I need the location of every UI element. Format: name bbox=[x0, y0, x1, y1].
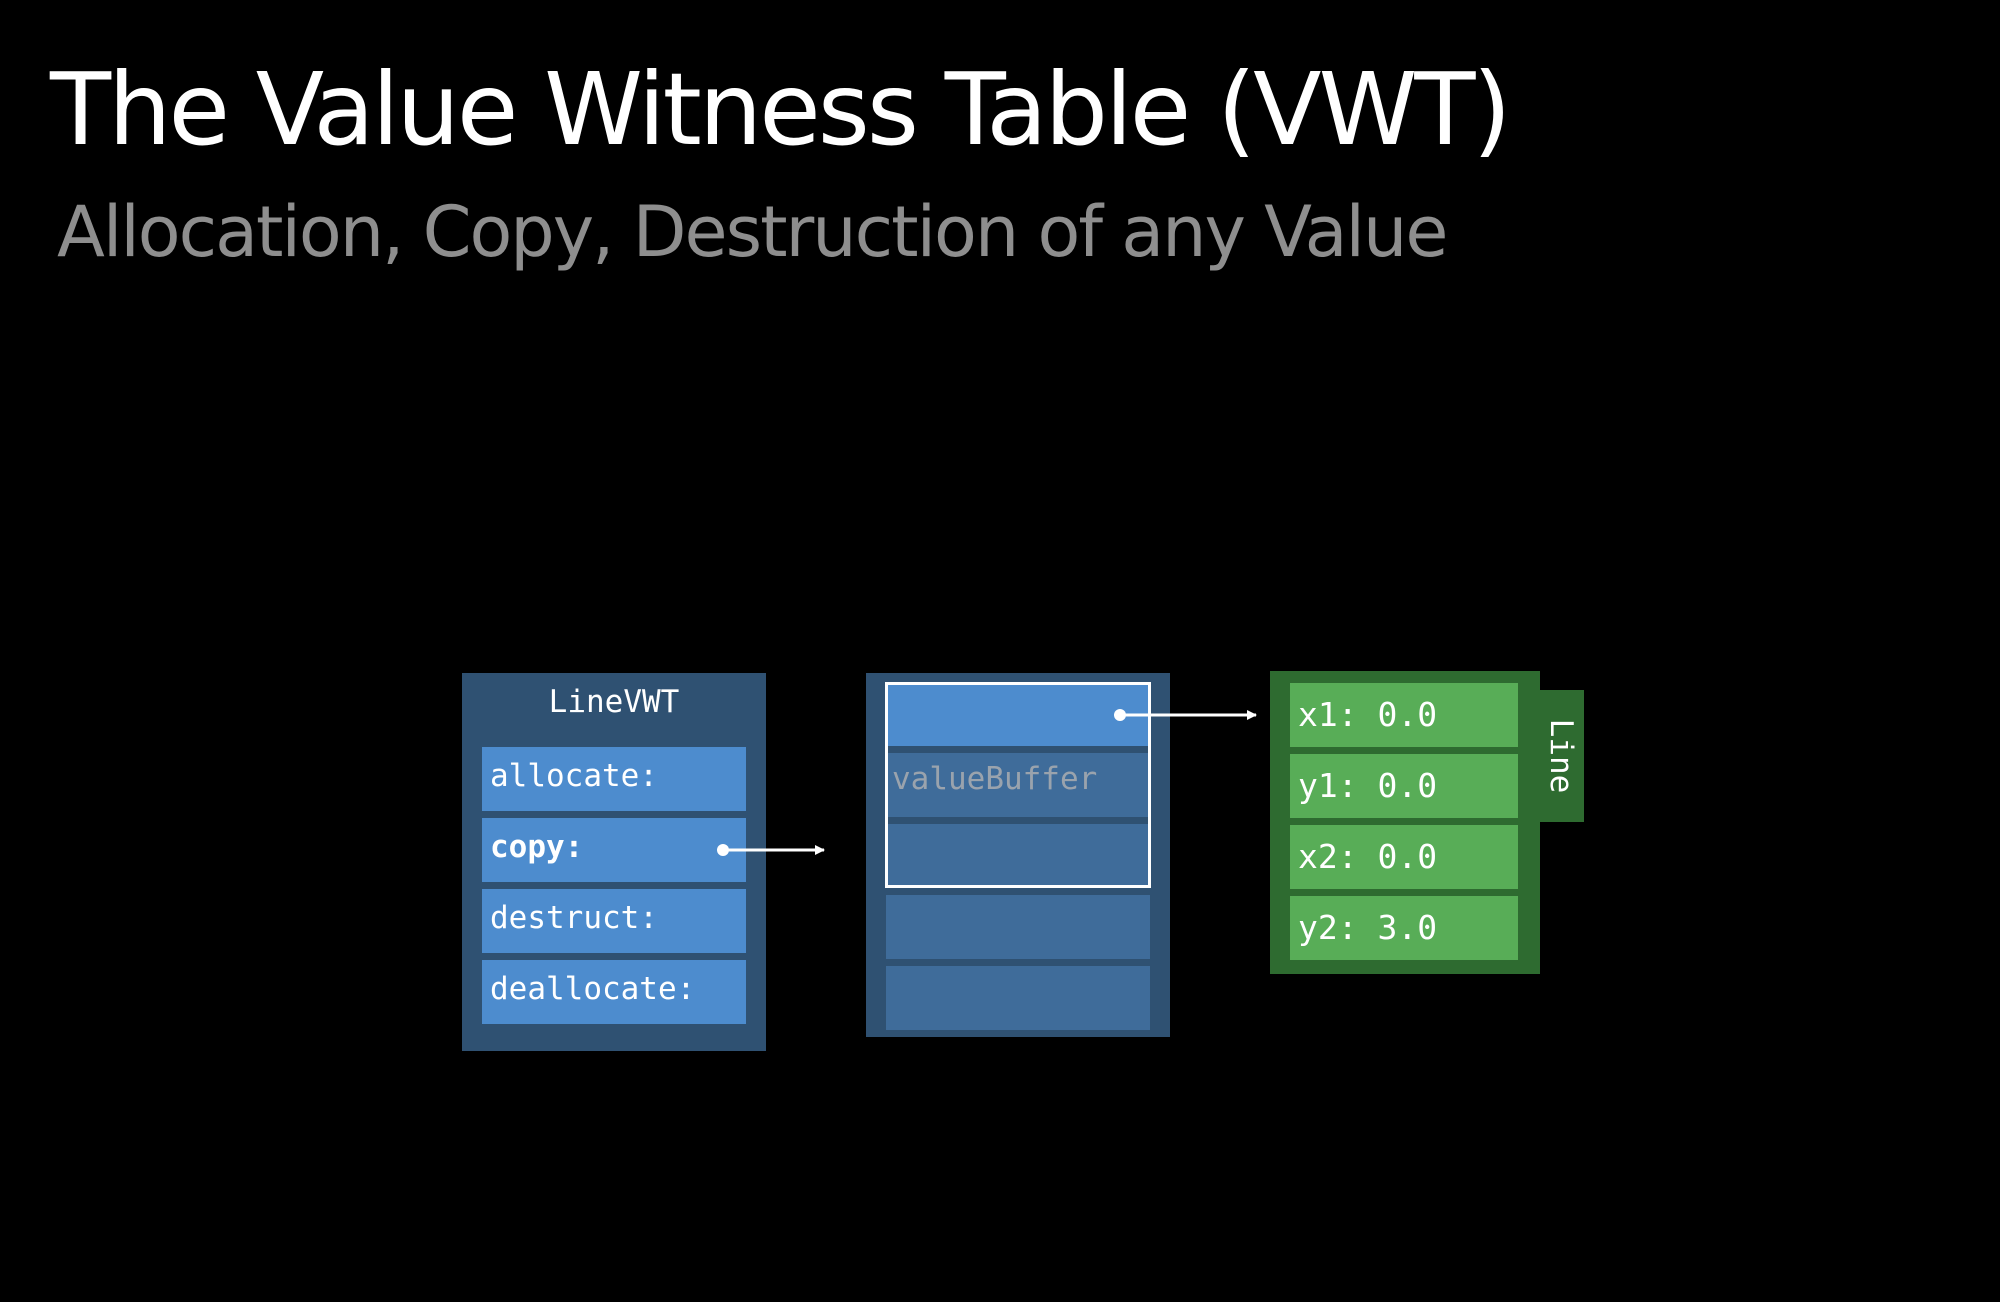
line-vwt-title: LineVWT bbox=[548, 684, 680, 720]
line-value-box: x1: 0.0 y1: 0.0 x2: 0.0 y2: 3.0 bbox=[1270, 671, 1540, 974]
line-field-x2: x2: 0.0 bbox=[1290, 825, 1518, 889]
line-vwt-table: LineVWT allocate: copy: destruct: deallo… bbox=[462, 673, 766, 1051]
vwt-slot-allocate: allocate: bbox=[482, 747, 746, 811]
vwt-slot-destruct: destruct: bbox=[482, 889, 746, 953]
slide-title: The Value Witness Table (VWT) bbox=[50, 51, 1512, 168]
line-type-tab bbox=[1538, 690, 1584, 822]
buffer-to-line-arrow bbox=[1114, 709, 1257, 721]
line-field-y2: y2: 3.0 bbox=[1290, 896, 1518, 960]
line-field-x1: x1: 0.0 bbox=[1290, 683, 1518, 747]
copy-to-buffer-arrow bbox=[717, 844, 825, 856]
vwt-slot-deallocate: deallocate: bbox=[482, 960, 746, 1024]
vwt-slot-copy: copy: bbox=[482, 818, 746, 882]
buffer-slot bbox=[886, 824, 1150, 888]
buffer-slot bbox=[886, 895, 1150, 959]
value-buffer-outline bbox=[885, 682, 1151, 888]
slide-subtitle: Allocation, Copy, Destruction of any Val… bbox=[57, 191, 1448, 273]
existential-container bbox=[866, 673, 1170, 1037]
value-buffer-label: valueBuffer bbox=[892, 761, 1098, 797]
buffer-slot bbox=[886, 682, 1150, 746]
buffer-slot bbox=[886, 753, 1150, 817]
line-field-y1: y1: 0.0 bbox=[1290, 754, 1518, 818]
buffer-slot bbox=[886, 966, 1150, 1030]
